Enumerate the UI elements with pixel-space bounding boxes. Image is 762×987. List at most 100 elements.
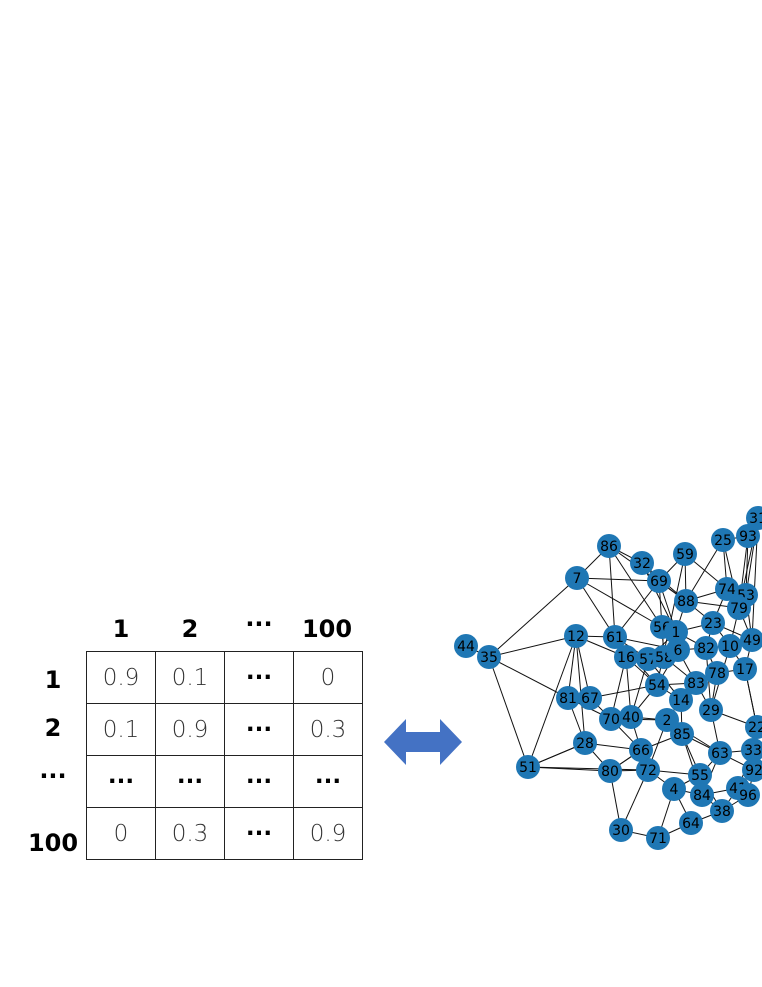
graph-node-circle (669, 688, 693, 712)
graph-node-circle (727, 596, 751, 620)
matrix-cell: 0.1 (155, 651, 225, 704)
matrix-row: 0.9 0.1 ··· 0 (86, 651, 363, 704)
matrix-cell: 0 (293, 651, 363, 704)
graph-node: 70 (599, 707, 623, 731)
graph-node-label: 86 (600, 539, 618, 555)
graph-node: 1 (664, 620, 688, 644)
matrix-col-header-1: 1 (112, 615, 130, 643)
matrix-col-header-100: 100 (301, 615, 353, 643)
graph-node-label: 70 (602, 712, 620, 728)
graph-node: 4 (662, 777, 686, 801)
graph-node-label: 10 (721, 639, 739, 655)
graph-node-label: 67 (581, 691, 599, 707)
graph-node: 49 (740, 628, 762, 652)
graph-node-label: 81 (559, 691, 577, 707)
graph-node-circle (564, 624, 588, 648)
graph-node-circle (745, 715, 762, 739)
graph-node-circle (740, 628, 762, 652)
graph-node-circle (603, 625, 627, 649)
graph-node: 82 (694, 636, 718, 660)
graph-node-circle (647, 569, 671, 593)
graph-node-label: 44 (457, 639, 475, 655)
matrix-row-header-1: 1 (44, 666, 62, 694)
graph-node-circle (565, 566, 589, 590)
graph-node-label: 74 (718, 582, 736, 598)
graph-node-circle (646, 826, 670, 850)
graph-node: 55 (688, 763, 712, 787)
graph-node-circle (516, 755, 540, 779)
graph-node-circle (599, 707, 623, 731)
graph-node-label: 16 (617, 650, 635, 666)
graph-edge (488, 635, 577, 658)
graph-node-circle (699, 698, 723, 722)
graph-node: 31 (746, 506, 762, 530)
graph-node-label: 83 (687, 676, 705, 692)
graph-node: 71 (646, 826, 670, 850)
graph-edge (576, 577, 660, 582)
double-arrow-icon (384, 719, 462, 765)
graph-node: 86 (597, 534, 621, 558)
graph-node-circle (674, 589, 698, 613)
graph-edge (608, 545, 663, 628)
graph-node: 61 (603, 625, 627, 649)
graph-node-circle (718, 634, 742, 658)
graph-node-label: 30 (612, 823, 630, 839)
graph-node: 16 (614, 645, 638, 669)
matrix-cell: ··· (155, 755, 225, 808)
graph-node: 10 (718, 634, 742, 658)
matrix-cell: 0.3 (155, 807, 225, 860)
graph-node: 35 (477, 645, 501, 669)
graph-node-circle (597, 534, 621, 558)
graph-node-circle (619, 705, 643, 729)
matrix-cell: ··· (224, 755, 294, 808)
graph-node-circle (742, 758, 762, 782)
matrix-cell: 0.1 (86, 703, 156, 756)
graph-node-label: 40 (622, 710, 640, 726)
graph-edge (608, 545, 616, 638)
matrix-col-header-ellipsis: ··· (245, 610, 273, 638)
graph-node-circle (711, 528, 735, 552)
graph-node-label: 7 (573, 571, 582, 587)
graph-node-label: 25 (714, 533, 732, 549)
matrix-cell: ··· (224, 651, 294, 704)
matrix-cell: 0 (86, 807, 156, 860)
graph-node-label: 61 (606, 630, 624, 646)
graph-node-label: 31 (749, 511, 762, 527)
graph-node: 85 (670, 722, 694, 746)
graph-node-label: 88 (677, 594, 695, 610)
graph-node-label: 49 (743, 633, 761, 649)
graph-node-label: 6 (674, 643, 683, 659)
matrix-cell: ··· (224, 807, 294, 860)
graph-node-label: 55 (691, 768, 709, 784)
graph-node-label: 1 (672, 625, 681, 641)
graph-node-label: 64 (682, 816, 700, 832)
graph-node: 7 (565, 566, 589, 590)
graph-node-label: 80 (601, 764, 619, 780)
graph-node: 12 (564, 624, 588, 648)
graph-node-circle (556, 686, 580, 710)
graph-node-label: 38 (713, 804, 731, 820)
graph-edge (576, 577, 663, 628)
graph-node-circle (741, 738, 762, 762)
graph-node: 28 (573, 731, 597, 755)
graph-node-circle (705, 661, 729, 685)
graph-node-circle (690, 783, 714, 807)
graph-node-label: 51 (519, 760, 537, 776)
graph-node-label: 35 (480, 650, 498, 666)
graph-node-circle (736, 524, 760, 548)
graph-node: 2 (655, 708, 679, 732)
graph-node-label: 78 (708, 666, 726, 682)
graph-node-circle (670, 722, 694, 746)
graph-node: 84 (690, 783, 714, 807)
matrix-row: ··· ··· ··· ··· (86, 755, 363, 808)
graph-node-circle (708, 741, 732, 765)
network-graph: 8632592593317697453887944351261561234916… (454, 506, 762, 850)
graph-node: 44 (454, 634, 478, 658)
graph-node: 66 (629, 738, 653, 762)
graph-node: 54 (645, 673, 669, 697)
graph-node-circle (629, 738, 653, 762)
graph-node-label: 12 (567, 629, 585, 645)
graph-node-circle (578, 686, 602, 710)
graph-node: 51 (516, 755, 540, 779)
graph-node: 67 (578, 686, 602, 710)
